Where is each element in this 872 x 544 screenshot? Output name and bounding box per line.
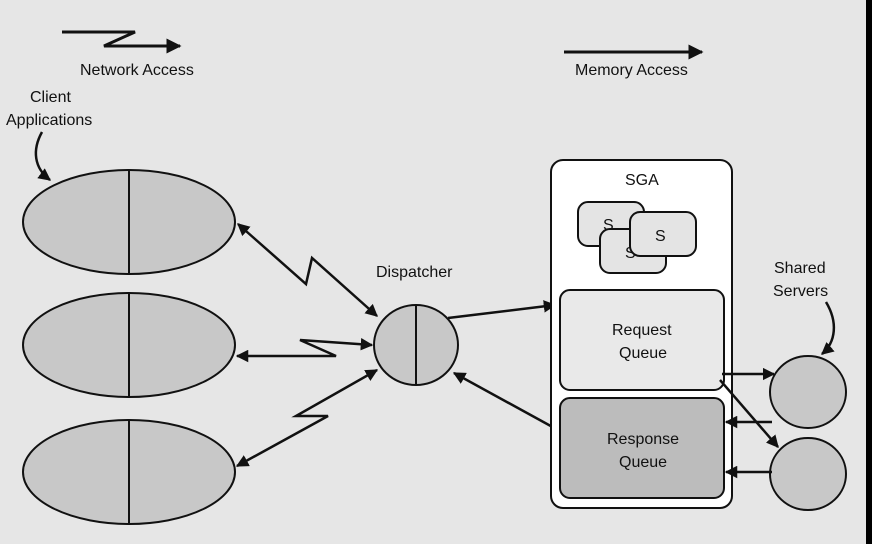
shared-server-2 bbox=[769, 437, 847, 511]
client-application-2 bbox=[22, 292, 236, 398]
client-label-pointer bbox=[34, 131, 51, 181]
legend-network-label: Network Access bbox=[80, 62, 194, 79]
response-queue-label-line1: Response bbox=[607, 431, 679, 448]
request-queue bbox=[559, 289, 725, 391]
svg-text:S: S bbox=[603, 217, 614, 234]
shared-servers-pointer bbox=[821, 301, 835, 355]
request-queue-label-line2: Queue bbox=[619, 345, 667, 362]
svg-text:S: S bbox=[625, 245, 636, 262]
client-application-3 bbox=[22, 419, 236, 525]
client-applications-label-line2: Applications bbox=[6, 112, 92, 129]
response-queue bbox=[559, 397, 725, 499]
legend-network-arrow bbox=[62, 30, 182, 54]
shared-servers-label-line1: Shared bbox=[774, 260, 826, 277]
session-block-3: S bbox=[629, 211, 697, 257]
response-to-dispatcher-arrow bbox=[452, 371, 559, 432]
network-link-client-2 bbox=[235, 337, 374, 363]
dispatcher-node bbox=[373, 304, 459, 386]
legend-memory-label: Memory Access bbox=[575, 62, 688, 79]
response-queue-label-line2: Queue bbox=[619, 454, 667, 471]
request-queue-label-line1: Request bbox=[612, 322, 672, 339]
client-applications-label-line1: Client bbox=[30, 89, 71, 106]
dispatcher-to-request-arrow bbox=[447, 300, 557, 320]
shared-server-1 bbox=[769, 355, 847, 429]
svg-text:S: S bbox=[655, 228, 666, 245]
network-link-client-3 bbox=[235, 368, 379, 468]
request-to-server-2-arrow bbox=[719, 379, 779, 448]
dispatcher-label: Dispatcher bbox=[376, 264, 453, 281]
network-link-client-1 bbox=[237, 223, 378, 317]
sga-label: SGA bbox=[625, 172, 659, 189]
client-application-1 bbox=[22, 169, 236, 275]
shared-servers-label-line2: Servers bbox=[773, 283, 828, 300]
